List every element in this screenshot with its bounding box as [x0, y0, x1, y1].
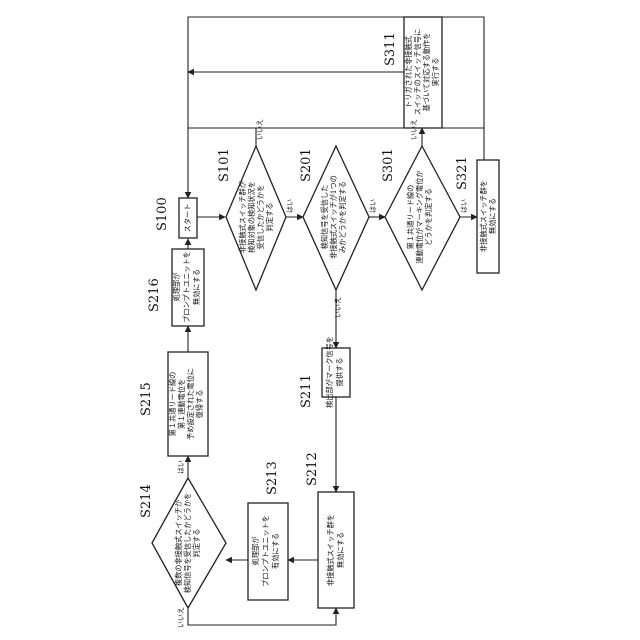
- s213-process: 処理部が プロンプトユニットを 有効にする: [248, 503, 288, 600]
- s321-line-1: 非接触式スイッチ群を: [479, 180, 488, 252]
- s101-line-1: 非接触式スイッチ群が: [238, 181, 247, 253]
- s101-yes-label: はい: [286, 199, 294, 213]
- s215-process: 第１共通リード線の 第１連動電位を 予め設定された電位に 復帰する: [168, 352, 208, 456]
- s201-yes-label: はい: [369, 199, 377, 213]
- s311-id: S311: [383, 32, 398, 66]
- s216-line-3: 無効にする: [192, 269, 201, 305]
- s101-line-4: 判定する: [265, 203, 274, 232]
- s216-line-1: 処理部が: [172, 273, 181, 302]
- s216-process: 処理部が プロンプトユニットを 無効にする: [172, 249, 204, 326]
- s101-line-3: 受信したかどうかを: [256, 185, 265, 250]
- s214-line-1: 複数の非接触式スイッチが: [174, 500, 183, 586]
- s216-id: S216: [147, 278, 162, 312]
- s211-id: S211: [299, 374, 314, 408]
- s301-no-label: いいえ: [410, 119, 418, 140]
- s212-id: S212: [305, 452, 320, 486]
- s212-line-2: 無効にする: [336, 532, 345, 568]
- s212-line-1: 非接触式スイッチ群を: [326, 514, 335, 586]
- s213-line-1: 処理部が: [251, 537, 260, 566]
- s201-no-label: いいえ: [334, 297, 342, 318]
- s215-line-4: 復帰する: [195, 390, 204, 419]
- s214-line-3: 判定する: [192, 529, 201, 558]
- s213-line-3: 有効にする: [271, 533, 280, 569]
- s215-line-3: 予め設定された電位に: [186, 368, 195, 440]
- s212-process: 非接触式スイッチ群を 無効にする: [318, 492, 354, 608]
- s301-id: S301: [381, 148, 396, 182]
- s201-id: S201: [299, 148, 314, 182]
- s321-line-2: 無効にする: [488, 198, 497, 234]
- s311-line-4: 実行する: [431, 58, 440, 87]
- s213-line-2: プロンプトユニットを: [261, 515, 270, 587]
- s211-line-1: 検出部がマーク信号を: [325, 336, 334, 408]
- s201-line-1: 検知信号を受信した: [320, 185, 329, 250]
- s201-line-2: 非接触式スイッチが1つの: [329, 175, 338, 259]
- s301-line-1: 第１共通リード線の: [406, 185, 415, 250]
- s214-line-2: 検知信号を受信したかどうかを: [183, 493, 192, 594]
- s101-no-label: いいえ: [256, 119, 264, 140]
- s311-line-3: 基づいて対応する動作を: [422, 33, 431, 112]
- s101-line-2: 検知対象の検知状況を: [247, 181, 256, 253]
- s311-line-1: トリガされた非接触式: [404, 36, 413, 108]
- s311-process: トリガされた非接触式 スイッチのスイッチ信号に 基づいて対応する動作を 実行する: [404, 17, 442, 128]
- s311-line-2: スイッチのスイッチ信号に: [413, 29, 422, 115]
- s215-line-1: 第１共通リード線の: [168, 372, 177, 437]
- s216-line-2: プロンプトユニットを: [182, 251, 191, 323]
- s214-decision: 複数の非接触式スイッチが 検知信号を受信したかどうかを 判定する: [152, 478, 226, 608]
- start-node: スタート: [179, 198, 197, 238]
- s301-line-3: どうかを判定する: [424, 188, 433, 246]
- s215-id: S215: [139, 382, 154, 416]
- s214-no-label: いいえ: [177, 607, 185, 628]
- s101-id: S101: [217, 148, 232, 182]
- s214-id: S214: [139, 484, 154, 518]
- s321-id: S321: [455, 156, 470, 190]
- s301-decision: 第１共通リード線の 連動電位がマーキング電位か どうかを判定する: [385, 146, 460, 290]
- start-text: スタート: [183, 204, 192, 233]
- s214-yes-label: はい: [177, 460, 185, 474]
- s301-yes-label: はい: [460, 199, 468, 213]
- s100-id: S100: [155, 197, 170, 231]
- s301-line-2: 連動電位がマーキング電位か: [415, 170, 424, 263]
- s201-line-3: みかどうかを判定する: [338, 181, 347, 253]
- s215-line-2: 第１連動電位を: [177, 379, 186, 429]
- s101-decision: 非接触式スイッチ群が 検知対象の検知状況を 受信したかどうかを 判定する: [226, 146, 286, 290]
- s213-id: S213: [265, 461, 280, 495]
- s211-line-2: 提供する: [335, 358, 344, 387]
- s321-process: 非接触式スイッチ群を 無効にする: [477, 160, 499, 273]
